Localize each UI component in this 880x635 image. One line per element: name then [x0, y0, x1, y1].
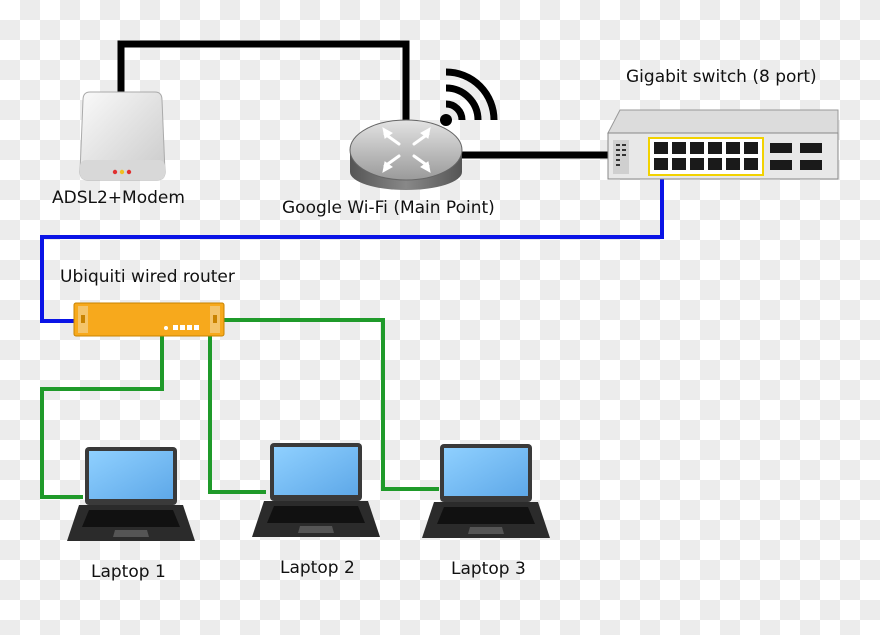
modem-label: ADSL2+Modem — [52, 188, 185, 208]
laptop-2-label: Laptop 2 — [280, 558, 355, 578]
wifi-router-label: Google Wi-Fi (Main Point) — [282, 198, 495, 218]
network-switch-icon — [607, 109, 839, 180]
router-to-laptop-1-cable — [40, 336, 164, 499]
switch-label: Gigabit switch (8 port) — [626, 67, 817, 87]
router-to-laptop-2-cable — [208, 336, 266, 494]
modem-icon — [79, 91, 166, 181]
laptop-1-icon — [67, 447, 195, 541]
router-to-laptop-3-cable — [224, 318, 439, 491]
wifi-signal-icon — [440, 68, 498, 126]
laptop-3-icon — [422, 444, 550, 538]
modem-to-wifi-cable — [117, 40, 410, 125]
laptop-3-label: Laptop 3 — [451, 559, 526, 579]
wireless-router-icon — [349, 119, 463, 190]
laptop-1-label: Laptop 1 — [91, 562, 166, 582]
cables — [40, 40, 664, 499]
wired-router-icon — [73, 302, 225, 337]
switch-to-wired-router-cable — [40, 165, 664, 323]
wired-router-label: Ubiquiti wired router — [60, 267, 235, 287]
laptop-2-icon — [252, 443, 380, 537]
